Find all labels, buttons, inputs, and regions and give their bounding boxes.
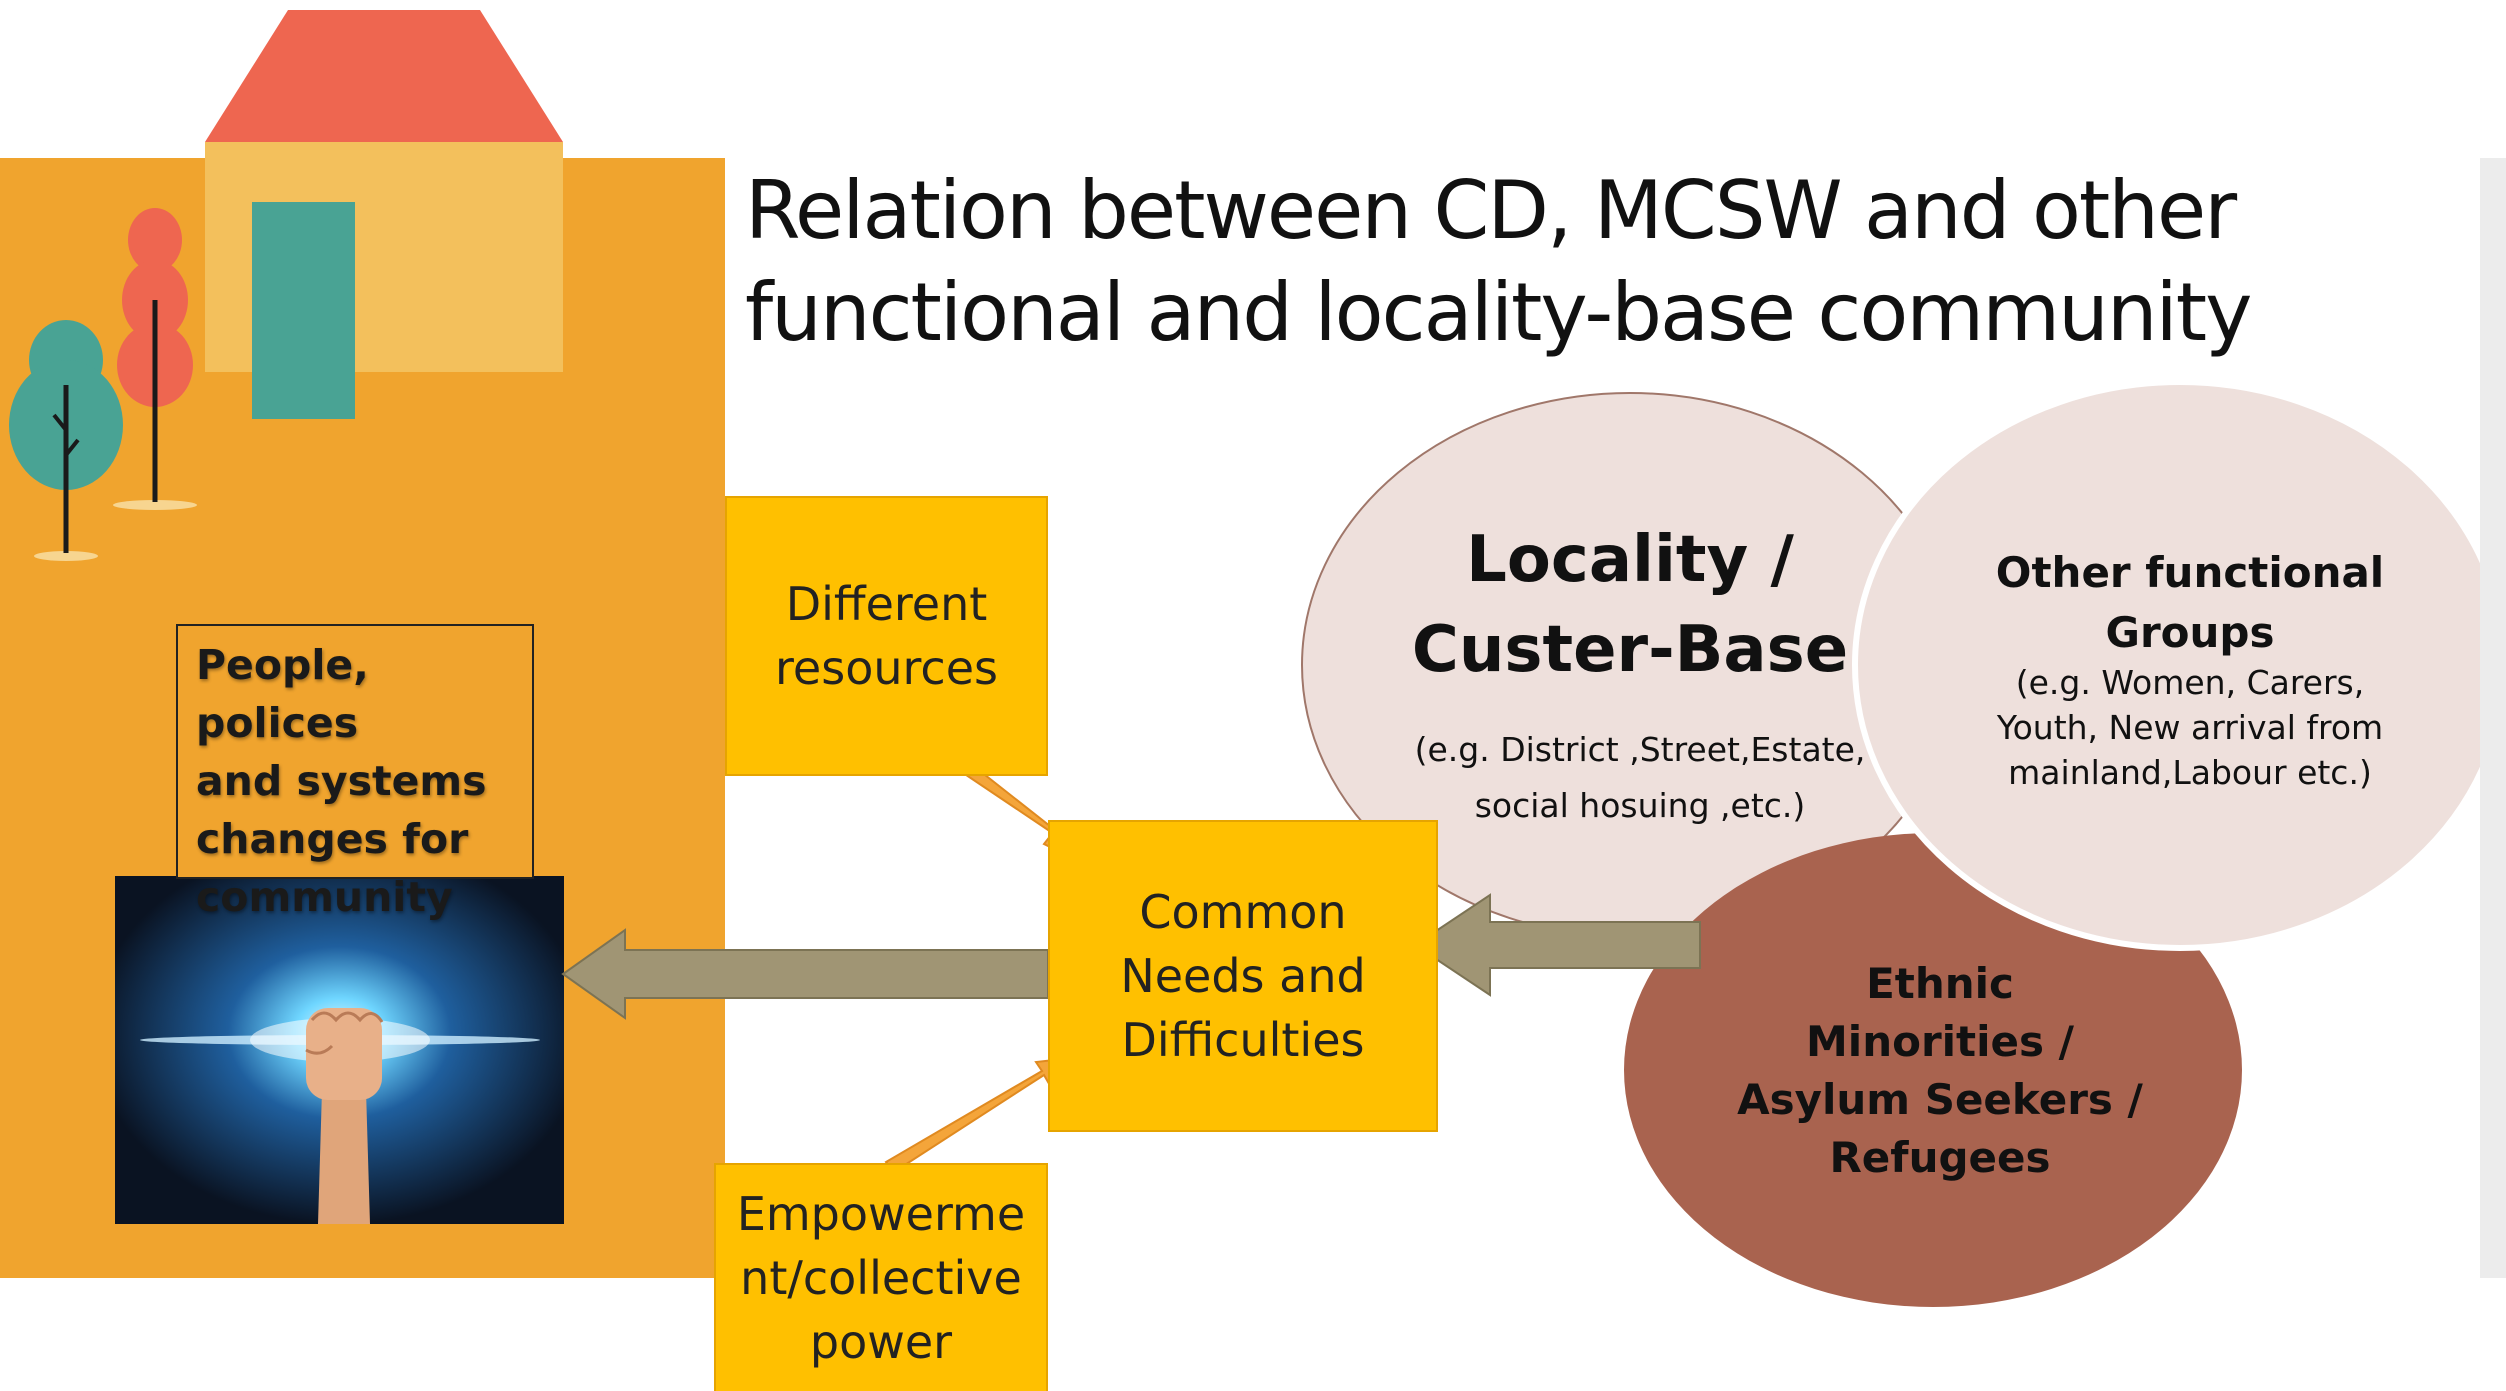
ethnic-minorities-circle [1624,833,2242,1307]
arrow-empowerment-to-needs [884,1056,1074,1174]
ethnic-line: Asylum Seekers / [1737,1075,2143,1124]
other-groups-title: Other functional Groups [1900,543,2480,663]
resources-line: resources [775,641,998,695]
empowerment-line: power [809,1315,953,1369]
ethnic-line: Ethnic [1866,959,2014,1008]
raised-fist-image [115,876,564,1224]
people-box-line: community [196,873,453,921]
title-line: Relation between CD, MCSW and other [745,164,2237,257]
empowerment-box: Empowerme nt/collective power [714,1163,1048,1391]
different-resources-box: Different resources [725,496,1048,776]
right-edge-bar [2480,158,2506,1278]
locality-sub-line: (e.g. District ,Street,Estate, [1414,730,1866,769]
tree-icon [113,208,197,510]
common-line: Difficulties [1121,1013,1365,1067]
common-line: Needs and [1120,949,1366,1003]
locality-title-line: Locality / [1466,523,1794,597]
other-title-line: Groups [2105,608,2275,657]
other-sub-line: Youth, New arrival from [1996,708,2384,747]
common-line: Common [1139,885,1347,939]
ethnic-line: Refugees [1829,1133,2051,1182]
people-box-line: People, polices [196,641,369,747]
locality-title: Locality / Custer-Base [1310,515,1950,695]
title-line: functional and locality-base community [745,266,2252,359]
other-title-line: Other functional [1995,548,2385,597]
house-icon [205,10,563,419]
common-needs-box: Common Needs and Difficulties [1048,820,1438,1132]
other-sub-line: (e.g. Women, Carers, [2015,663,2365,702]
page-title: Relation between CD, MCSW and other func… [745,160,2345,364]
empowerment-line: nt/collective [740,1251,1022,1305]
arrow-from-communities [1413,893,1701,997]
other-groups-examples: (e.g. Women, Carers, Youth, New arrival … [1900,660,2480,795]
locality-examples: (e.g. District ,Street,Estate, social ho… [1350,722,1930,834]
locality-title-line: Custer-Base [1411,613,1849,687]
other-sub-line: mainland,Labour etc.) [2008,753,2372,792]
tree-icon [9,320,123,561]
empowerment-line: Empowerme [736,1187,1026,1241]
locality-sub-line: social hosuing ,etc.) [1474,786,1806,825]
resources-line: Different [785,577,988,631]
people-policies-box: People, polices and systems changes for … [176,624,534,921]
ethnic-line: Minorities / [1806,1017,2074,1066]
arrow-to-people [561,928,1049,1020]
people-box-line: and systems [196,757,487,805]
people-box-line: changes for [196,815,469,863]
ethnic-minorities-label: Ethnic Minorities / Asylum Seekers / Ref… [1640,955,2240,1187]
